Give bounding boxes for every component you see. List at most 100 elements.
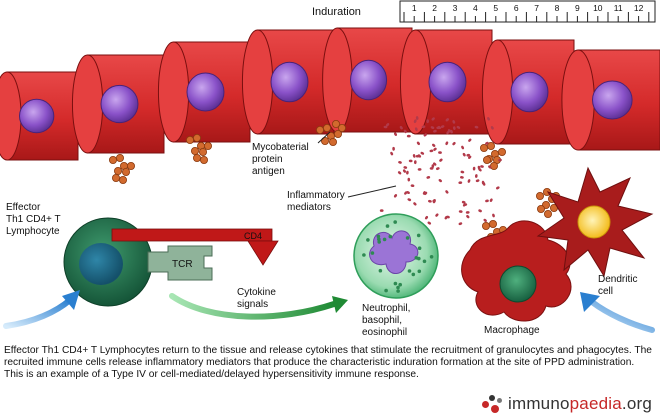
endothelial-nucleus [19, 98, 55, 134]
dendritic-cell-label: Dendritic cell [598, 274, 640, 297]
mediator-dot [408, 159, 413, 163]
immunopaedia-logo: immunopaedia.org [481, 392, 652, 416]
granule [393, 220, 398, 224]
mediator-dot [415, 116, 419, 120]
mediator-dot [394, 132, 397, 136]
mediator-dot [390, 151, 394, 156]
mediator-dot [474, 125, 479, 129]
right-recruitment-arrow [580, 292, 655, 333]
granule [396, 289, 400, 293]
granule [376, 234, 381, 239]
endothelial-cell [0, 71, 79, 161]
mediator-dot [406, 191, 410, 194]
mediator-dot [433, 129, 437, 133]
inflammatory-mediators-label: Inflammatory mediators [287, 190, 348, 213]
mediator-dot [435, 167, 440, 171]
mediator-dot [489, 198, 493, 203]
granule [382, 237, 387, 242]
granule [398, 282, 403, 287]
mediator-dot [461, 200, 466, 204]
ruler-number: 5 [493, 3, 498, 13]
left-recruitment-arrow [3, 290, 80, 329]
mediator-dot [432, 199, 436, 203]
mediator-dot [432, 143, 436, 147]
antigen-cluster [479, 141, 506, 170]
ruler-frame [399, 0, 656, 23]
mediator-dot [416, 141, 420, 146]
endothelial-nucleus [270, 61, 309, 103]
cd4-receptor: CD4 [111, 228, 279, 266]
mediator-dot [413, 160, 417, 165]
mediator-dot [488, 165, 492, 169]
mediator-dot [468, 138, 472, 142]
antigen-pointer-line [317, 131, 331, 144]
endothelial-nucleus [350, 59, 388, 101]
ruler-number: 1 [412, 3, 417, 13]
granule [385, 224, 390, 228]
cytokine-signal-arrow [169, 293, 348, 320]
endothelial-nucleus [510, 71, 549, 113]
mediator-dot [458, 222, 463, 226]
mediator-dot [480, 165, 484, 168]
mediator-dot [433, 147, 437, 151]
granule [362, 253, 366, 257]
mediator-dot [438, 151, 442, 154]
mediator-dot [406, 170, 409, 175]
ruler-number: 11 [614, 3, 623, 13]
mediator-dot [462, 203, 467, 207]
mediator-dot [461, 145, 465, 150]
neutrophil-granulocyte [353, 213, 439, 299]
mediator-dot [404, 191, 408, 195]
ruler-number: 2 [432, 3, 437, 13]
mediator-dot [439, 158, 443, 162]
induration-label: Induration [312, 6, 361, 18]
mediator-dot [421, 125, 426, 129]
mediator-dot [413, 119, 417, 124]
mediator-dot [410, 184, 415, 188]
mediator-dot [468, 155, 472, 159]
endothelial-cell [322, 27, 413, 133]
endothelial-cell [399, 29, 493, 135]
mediator-dot [446, 215, 450, 219]
mediator-dot [492, 213, 495, 218]
mediator-dot [458, 210, 463, 213]
macrophage-label: Macrophage [484, 325, 540, 336]
endothelial-nucleus [592, 80, 633, 120]
granule [429, 254, 434, 259]
mediator-dot [385, 123, 390, 127]
granule [414, 255, 419, 260]
lymphocyte-nucleus [79, 243, 123, 285]
macrophage [461, 220, 572, 322]
mediator-dot [465, 211, 470, 214]
neutrophil-label: Neutrophil, basophil, eosinophil [362, 303, 413, 338]
mediator-dot [428, 199, 432, 203]
mediator-dot [456, 125, 461, 129]
mediator-dot [407, 198, 412, 202]
mediator-dot [485, 199, 489, 203]
neutrophil-granules [362, 220, 434, 293]
mediator-dot [475, 179, 480, 183]
cytokine-signals-label: Cytokine signals [237, 287, 279, 310]
antigen-cluster [185, 133, 212, 164]
granule [388, 234, 393, 239]
mediator-dot [496, 186, 500, 190]
mediator-dot [478, 209, 482, 213]
mediator-dot [482, 182, 486, 186]
mediator-dot [467, 179, 471, 183]
mediator-dot [393, 194, 398, 198]
mediator-dot [460, 176, 464, 179]
ruler-number: 8 [555, 3, 560, 13]
mediator-dot [472, 166, 476, 171]
mediator-dot [426, 176, 431, 179]
inflammatory-mediator-dots [379, 116, 502, 227]
cd4-label: CD4 [244, 231, 262, 241]
mediator-dot [397, 171, 402, 175]
mediator-dot [423, 133, 427, 137]
granule [417, 246, 422, 250]
mediator-dot [412, 154, 416, 158]
ruler-number: 3 [453, 3, 458, 13]
tcr-receptor: TCR [147, 245, 213, 281]
ruler-number: 9 [575, 3, 580, 13]
mycobacterial-antigen-label: Mycobaterial protein antigen [252, 142, 311, 177]
granule [422, 259, 427, 264]
